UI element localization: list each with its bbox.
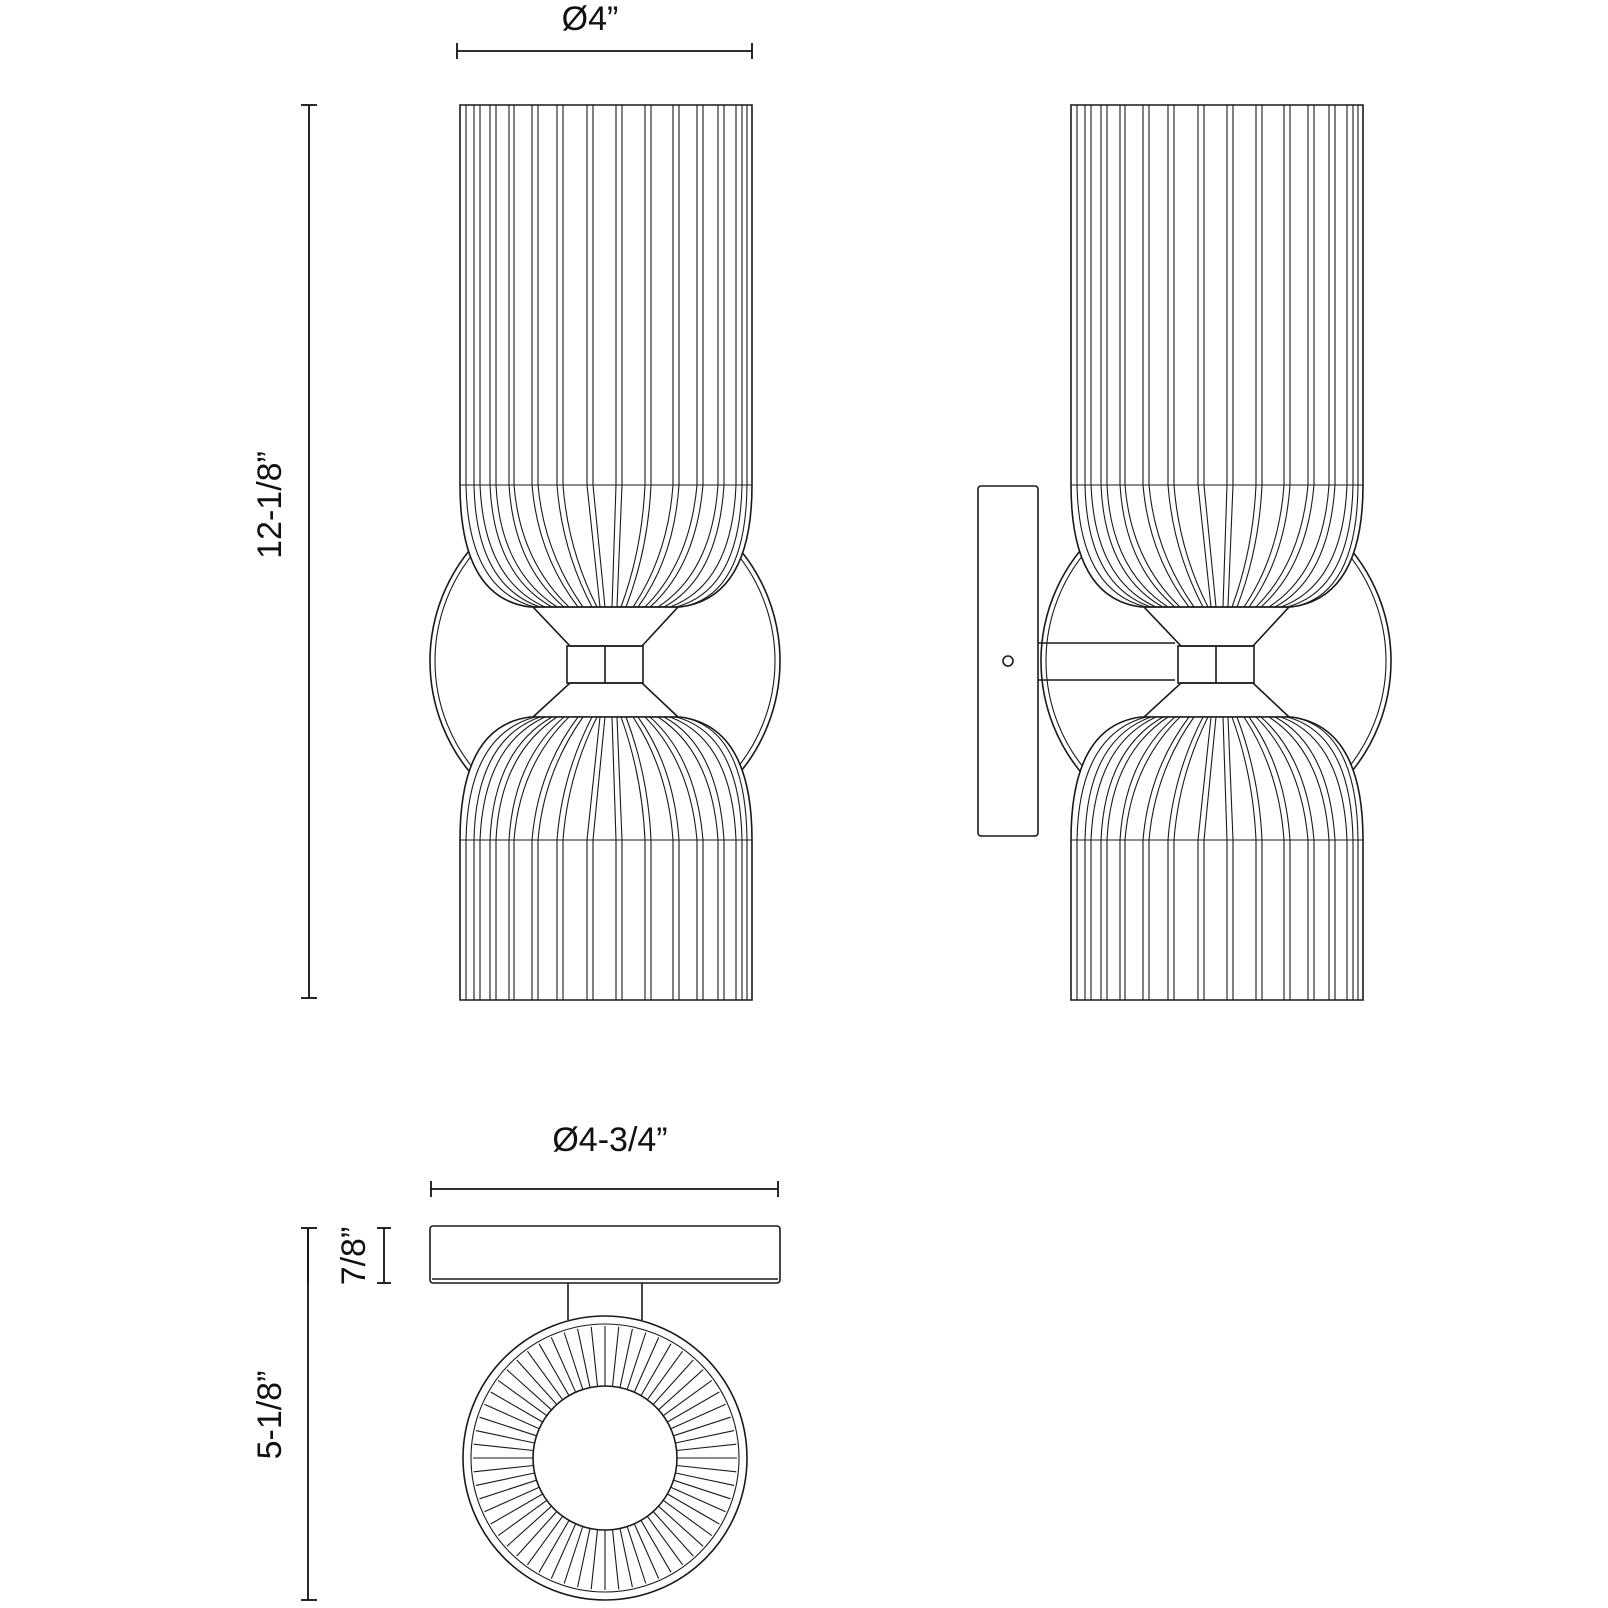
overall-height-label: 12-1/8” bbox=[251, 451, 289, 559]
dimension-shade-diameter: Ø4” bbox=[456, 0, 753, 59]
upper-shade bbox=[459, 104, 753, 608]
dimension-backplate-diameter: Ø4-3/4” bbox=[430, 1121, 779, 1197]
shade-diameter-label: Ø4” bbox=[562, 0, 619, 38]
dimension-overall-height: 12-1/8” bbox=[251, 104, 317, 999]
front-view bbox=[429, 104, 781, 1001]
dimension-backplate-depth: 7/8” bbox=[301, 1227, 391, 1286]
backplate-diameter-label: Ø4-3/4” bbox=[552, 1121, 667, 1159]
backplate-depth-label: 7/8” bbox=[335, 1227, 373, 1286]
lower-shade bbox=[459, 716, 753, 1001]
extension-label: 5-1/8” bbox=[251, 1371, 289, 1460]
dimension-extension: 5-1/8” bbox=[251, 1228, 317, 1601]
top-view bbox=[429, 1225, 781, 1601]
side-view bbox=[977, 104, 1392, 1001]
